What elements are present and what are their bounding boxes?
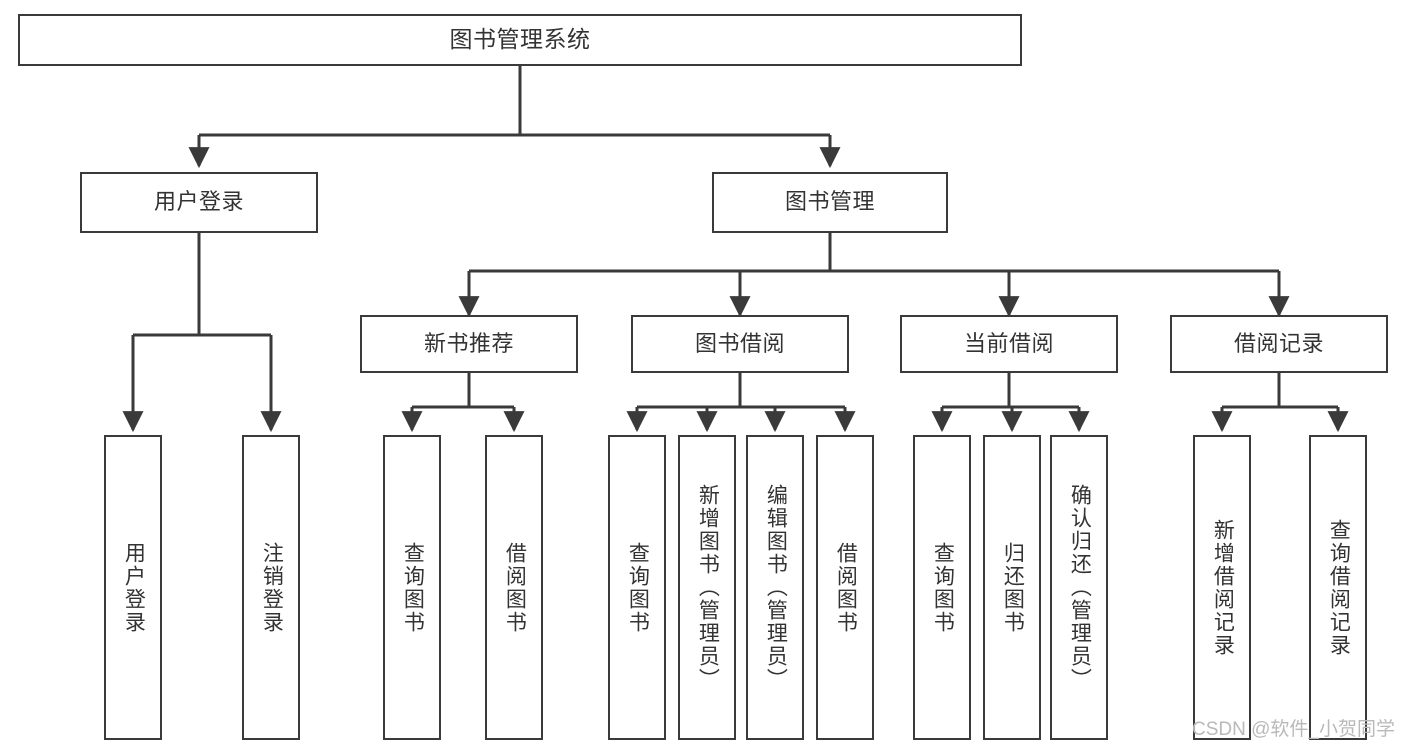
node-leaf-query-book-borrow[interactable]: 查询图书	[608, 435, 666, 740]
node-leaf-add-book[interactable]: 新增图书（管理员）	[678, 435, 736, 740]
node-new-book-recommend[interactable]: 新书推荐	[360, 315, 578, 373]
node-label: 新书推荐	[423, 330, 514, 356]
node-leaf-confirm-return[interactable]: 确认归还（管理员）	[1050, 435, 1108, 740]
node-label: 新增借阅记录	[1211, 518, 1235, 657]
node-book-borrow[interactable]: 图书借阅	[631, 315, 849, 373]
node-label: 用户登录	[153, 189, 244, 215]
node-leaf-query-book-recommend[interactable]: 查询图书	[383, 435, 441, 740]
node-leaf-return-book[interactable]: 归还图书	[983, 435, 1041, 740]
node-root-book-management-system[interactable]: 图书管理系统	[18, 14, 1022, 66]
node-label: 查询图书	[931, 541, 955, 634]
node-label: 查询借阅记录	[1327, 518, 1351, 657]
node-book-manage[interactable]: 图书管理	[712, 172, 948, 233]
node-label: 借阅图书	[834, 541, 858, 634]
node-label: 注销登录	[260, 541, 284, 634]
node-label: 确认归还（管理员）	[1068, 484, 1092, 691]
node-borrow-record[interactable]: 借阅记录	[1170, 315, 1388, 373]
node-label: 新增图书（管理员）	[696, 484, 720, 691]
node-label: 编辑图书（管理员）	[764, 484, 788, 691]
node-leaf-query-record[interactable]: 查询借阅记录	[1309, 435, 1367, 740]
node-label: 图书借阅	[694, 330, 785, 356]
node-current-borrow[interactable]: 当前借阅	[900, 315, 1118, 373]
node-leaf-borrow-book-recommend[interactable]: 借阅图书	[485, 435, 543, 740]
node-leaf-user-logout[interactable]: 注销登录	[242, 435, 300, 740]
node-label: 借阅图书	[503, 541, 527, 634]
node-label: 查询图书	[401, 541, 425, 634]
node-label: 查询图书	[626, 541, 650, 634]
node-label: 图书管理	[784, 189, 875, 215]
node-label: 用户登录	[122, 541, 146, 634]
node-user-login[interactable]: 用户登录	[80, 172, 318, 233]
node-leaf-borrow-book[interactable]: 借阅图书	[816, 435, 874, 740]
node-label: 借阅记录	[1233, 330, 1324, 356]
node-leaf-user-login[interactable]: 用户登录	[104, 435, 162, 740]
node-leaf-query-book-current[interactable]: 查询图书	[913, 435, 971, 740]
node-leaf-edit-book[interactable]: 编辑图书（管理员）	[746, 435, 804, 740]
node-label: 归还图书	[1001, 541, 1025, 634]
node-leaf-add-record[interactable]: 新增借阅记录	[1193, 435, 1251, 740]
node-label: 图书管理系统	[449, 26, 591, 53]
node-label: 当前借阅	[963, 330, 1054, 356]
watermark: CSDN @软件_小贺同学	[1192, 719, 1395, 740]
